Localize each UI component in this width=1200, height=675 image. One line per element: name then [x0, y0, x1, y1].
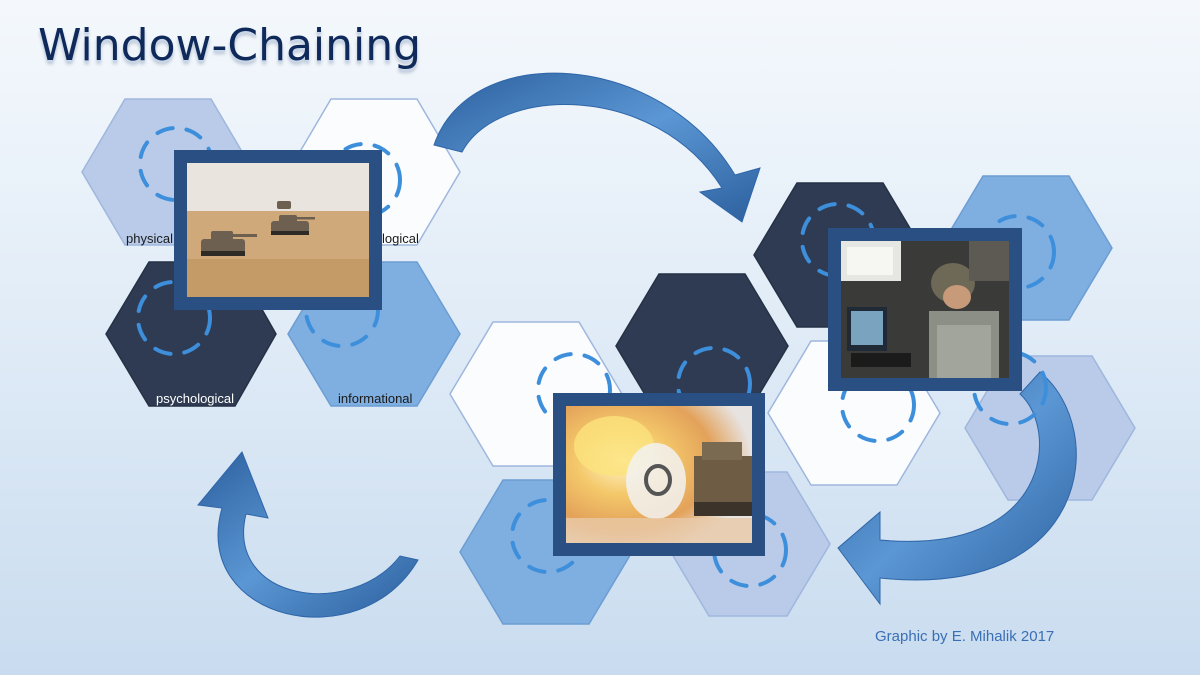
- desert-tanks-image: [187, 163, 369, 297]
- dashed-circle: [676, 346, 752, 422]
- label-physical: physical: [126, 231, 173, 246]
- label-logical: logical: [382, 231, 419, 246]
- curved-arrow-right: [837, 371, 1077, 606]
- dashed-circle: [536, 352, 612, 428]
- soldier-photo-frame: [828, 228, 1022, 391]
- dashed-circle: [304, 272, 380, 348]
- cycle-arrows: [197, 72, 1077, 618]
- dashed-circle: [840, 367, 916, 443]
- dashed-circle: [712, 512, 788, 588]
- dashed-circle: [972, 350, 1048, 426]
- label-informational: informational: [338, 391, 413, 406]
- tanks-photo-frame: [174, 150, 382, 310]
- hexagon-cluster-2: [449, 273, 831, 625]
- desert-tanks-photo: [187, 163, 369, 297]
- explosion-tank-image: [566, 406, 752, 543]
- dashed-circle: [980, 214, 1056, 290]
- dashed-circle: [326, 142, 402, 218]
- curved-arrow-top: [433, 72, 761, 223]
- credit-text: Graphic by E. Mihalik 2017: [875, 628, 1055, 645]
- explosion-photo-frame: [553, 393, 765, 556]
- dashed-circle: [136, 280, 212, 356]
- page-title: Window-Chaining: [38, 20, 422, 71]
- soldier-computer-image: [841, 241, 1009, 378]
- soldier-computer-photo: [841, 241, 1009, 378]
- label-psychological: psychological: [156, 391, 234, 406]
- curved-arrow-left: [197, 451, 419, 618]
- explosion-tank-photo: [566, 406, 752, 543]
